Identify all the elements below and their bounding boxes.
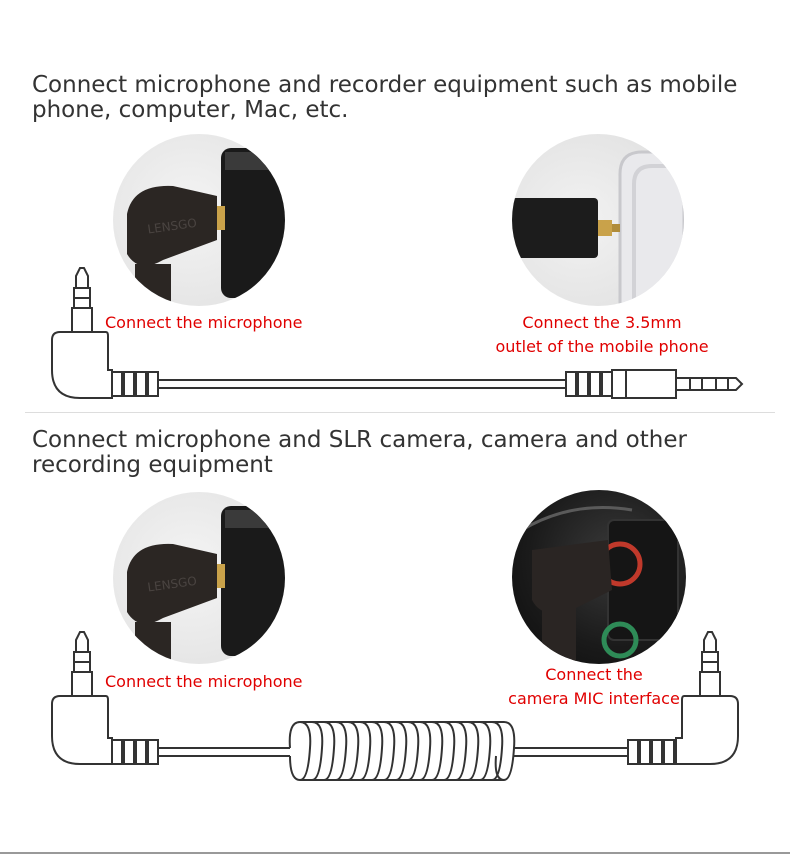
section2-label-camera-line1: Connect the — [545, 665, 643, 684]
bottom-border — [0, 852, 790, 854]
phone-jack-photo — [512, 134, 684, 306]
camera-mic-port-photo — [512, 490, 686, 664]
section1-label-phone-line2: outlet of the mobile phone — [495, 337, 709, 356]
section1-label-microphone: Connect the microphone — [105, 313, 303, 332]
mic-brand-text-2: LENSGO — [147, 574, 198, 595]
section2-heading: Connect microphone and SLR camera, camer… — [32, 427, 687, 478]
microphone-connector-photo: LENSGO — [113, 134, 285, 306]
microphone-connector-photo-2: LENSGO — [113, 492, 285, 664]
section1-label-phone-line1: Connect the 3.5mm — [522, 313, 682, 332]
section2-label-camera-line2: camera MIC interface — [508, 689, 680, 708]
section-divider — [25, 412, 775, 413]
mic-brand-text: LENSGO — [147, 216, 198, 237]
section1-heading: Connect microphone and recorder equipmen… — [32, 72, 738, 123]
section2-label-microphone: Connect the microphone — [105, 672, 303, 691]
